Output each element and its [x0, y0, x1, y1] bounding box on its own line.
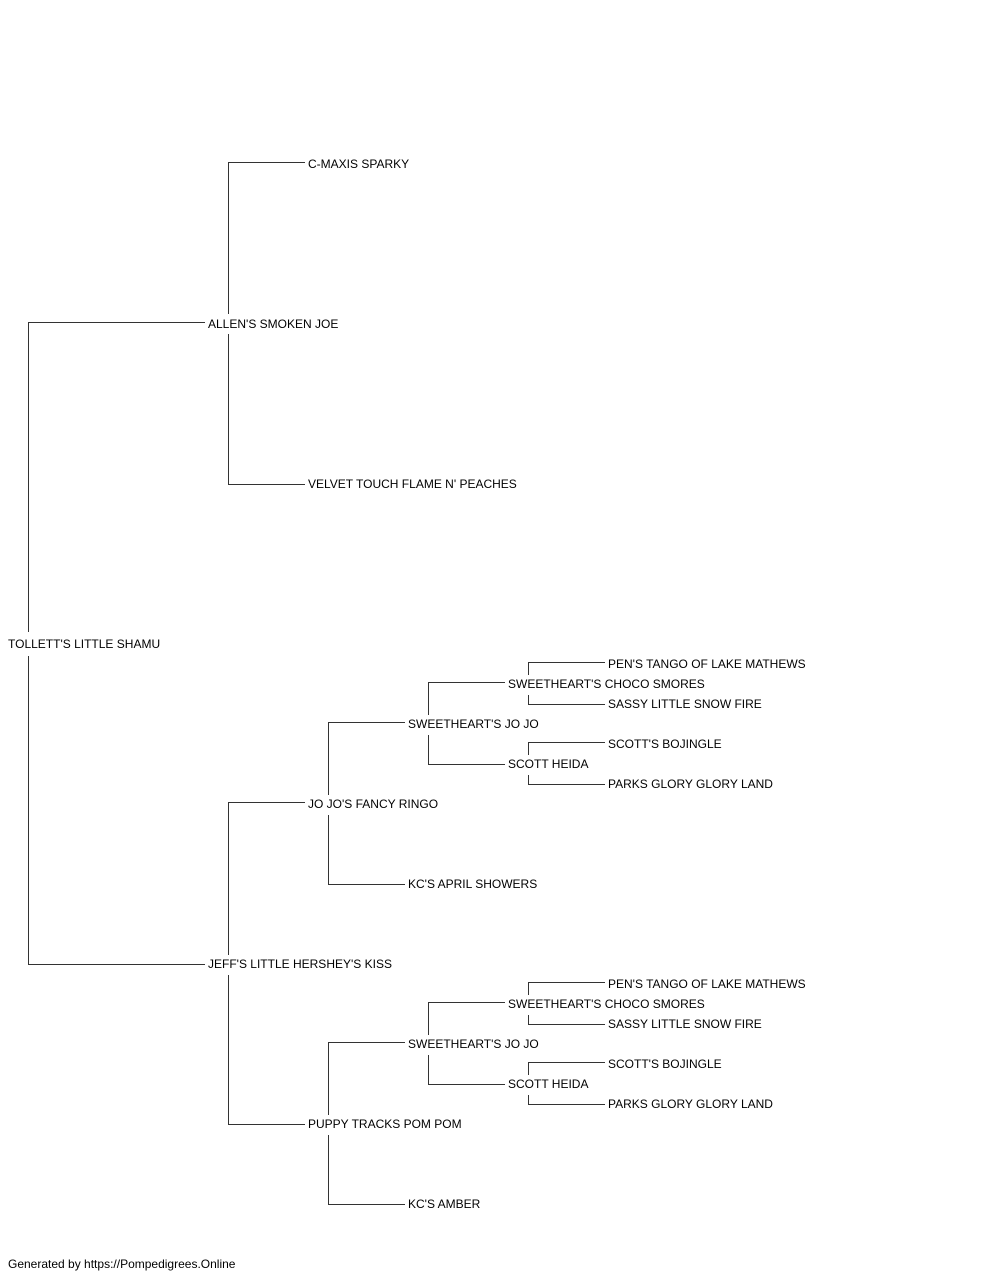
- dam-dam-dam-name: KC'S AMBER: [408, 1197, 481, 1211]
- connector-smores1-sire: [528, 662, 605, 675]
- dam-dam-sire-sire-sire-name: PEN'S TANGO OF LAKE MATHEWS: [608, 977, 806, 991]
- dam-dam-sire-name: SWEETHEART'S JO JO: [408, 1037, 539, 1051]
- connector-heida2-dam: [528, 1095, 605, 1105]
- dam-sire-name: JO JO'S FANCY RINGO: [308, 797, 439, 811]
- dam-sire-sire-dam-dam-name: PARKS GLORY GLORY LAND: [608, 777, 773, 791]
- connector-subject-sire: [28, 322, 205, 632]
- connector-sire-dam: [228, 334, 305, 485]
- connector-heida1-dam: [528, 775, 605, 785]
- dam-dam-sire-sire-dam-name: SASSY LITTLE SNOW FIRE: [608, 1017, 762, 1031]
- sire-dam-name: VELVET TOUCH FLAME N' PEACHES: [308, 477, 517, 491]
- connector-jojo1-dam: [428, 735, 505, 765]
- connector-subject-dam: [28, 656, 205, 965]
- generated-by-footer: Generated by https://Pompedigrees.Online: [8, 1257, 236, 1271]
- sire-name: ALLEN'S SMOKEN JOE: [208, 317, 339, 331]
- connector-pompom-sire: [328, 1042, 405, 1115]
- dam-dam-sire-dam-dam-name: PARKS GLORY GLORY LAND: [608, 1097, 773, 1111]
- connector-ringo-dam: [328, 815, 405, 885]
- sire-sire-name: C-MAXIS SPARKY: [308, 157, 410, 171]
- dam-sire-dam-name: KC'S APRIL SHOWERS: [408, 877, 538, 891]
- connector-jojo1-sire: [428, 682, 505, 715]
- connector-sire-sire: [228, 162, 305, 314]
- dam-sire-sire-sire-dam-name: SASSY LITTLE SNOW FIRE: [608, 697, 762, 711]
- subject-name: TOLLETT'S LITTLE SHAMU: [8, 637, 161, 651]
- dam-sire-sire-name: SWEETHEART'S JO JO: [408, 717, 539, 731]
- dam-name: JEFF'S LITTLE HERSHEY'S KISS: [208, 957, 392, 971]
- dam-dam-sire-sire-name: SWEETHEART'S CHOCO SMORES: [508, 997, 705, 1011]
- connector-dam-dam: [228, 975, 305, 1125]
- dam-dam-sire-dam-sire-name: SCOTT'S BOJINGLE: [608, 1057, 722, 1071]
- connector-jojo2-dam: [428, 1055, 505, 1085]
- connector-heida2-sire: [528, 1062, 605, 1075]
- dam-dam-sire-dam-name: SCOTT HEIDA: [508, 1077, 589, 1091]
- connector-smores2-dam: [528, 1015, 605, 1025]
- connector-heida1-sire: [528, 742, 605, 755]
- connector-smores1-dam: [528, 695, 605, 705]
- dam-sire-sire-dam-sire-name: SCOTT'S BOJINGLE: [608, 737, 722, 751]
- dam-sire-sire-sire-sire-name: PEN'S TANGO OF LAKE MATHEWS: [608, 657, 806, 671]
- dam-dam-name: PUPPY TRACKS POM POM: [308, 1117, 462, 1131]
- dam-sire-sire-dam-name: SCOTT HEIDA: [508, 757, 589, 771]
- connector-pompom-dam: [328, 1135, 405, 1205]
- dam-sire-sire-sire-name: SWEETHEART'S CHOCO SMORES: [508, 677, 705, 691]
- connector-dam-sire: [228, 802, 305, 955]
- connector-ringo-sire: [328, 722, 405, 795]
- connector-smores2-sire: [528, 982, 605, 995]
- connector-jojo2-sire: [428, 1002, 505, 1035]
